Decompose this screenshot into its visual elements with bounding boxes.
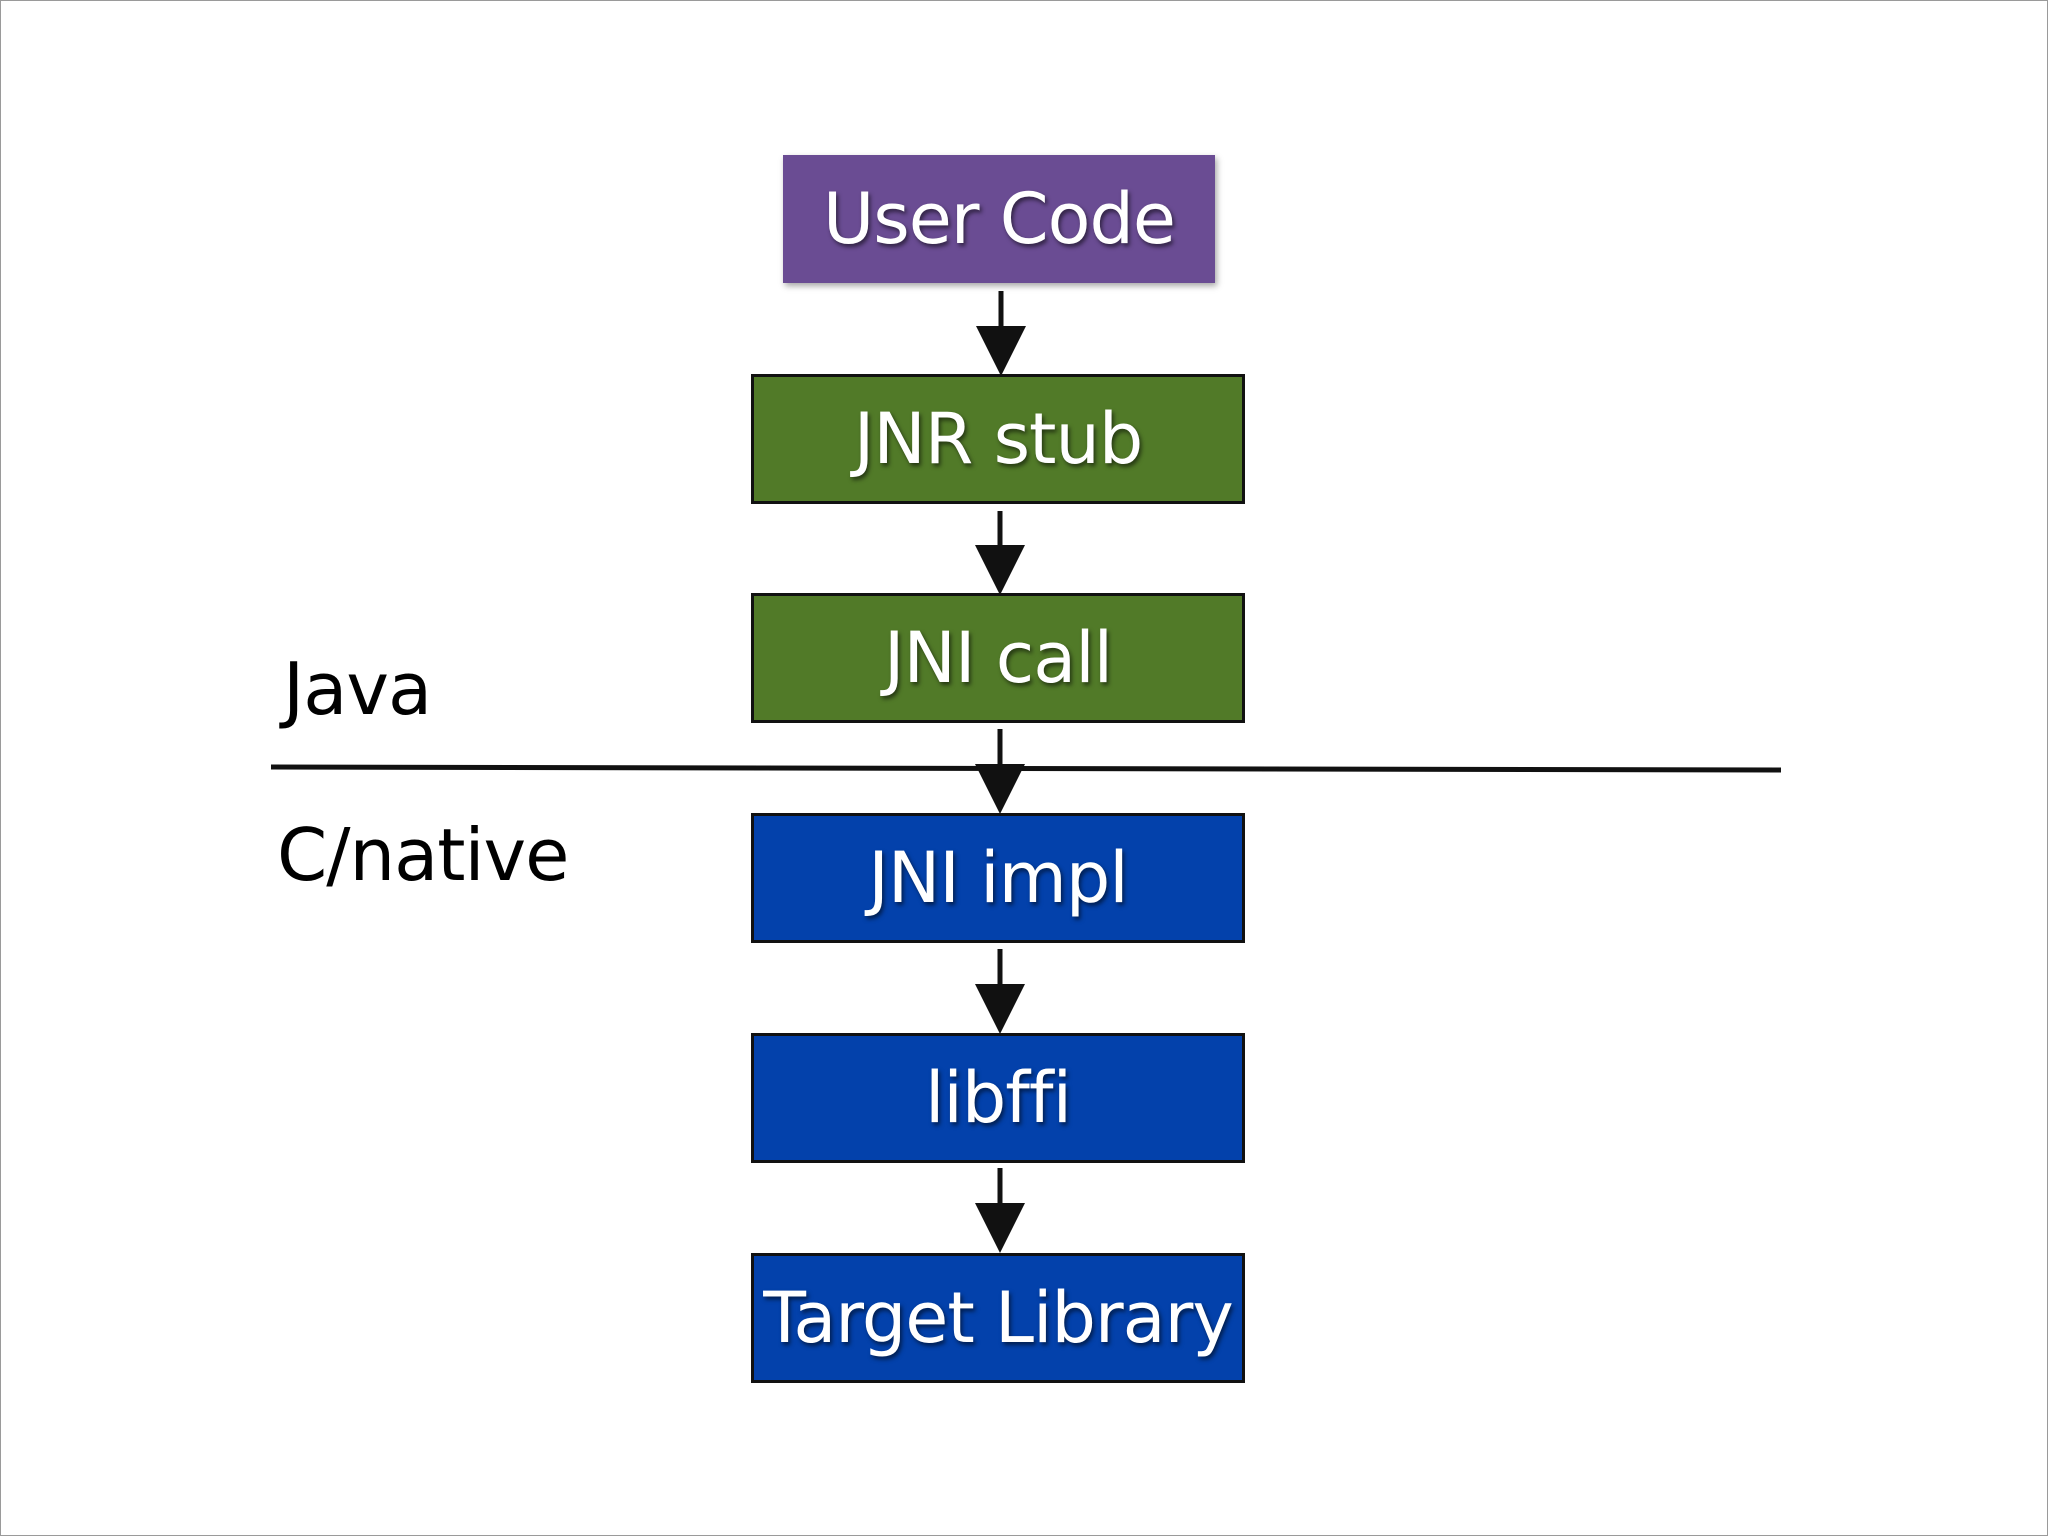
jnr-stub-box: JNR stub [751, 374, 1245, 504]
target-library-box: Target Library [751, 1253, 1245, 1383]
user-code-box: User Code [783, 155, 1215, 283]
jni-impl-label: JNI impl [868, 837, 1128, 919]
jnr-stub-label: JNR stub [853, 398, 1144, 480]
target-library-label: Target Library [763, 1277, 1234, 1359]
layer-divider-line [270, 764, 1782, 773]
user-code-label: User Code [822, 178, 1176, 260]
native-layer-label: C/native [277, 813, 569, 897]
jni-call-box: JNI call [751, 593, 1245, 723]
libffi-box: libffi [751, 1033, 1245, 1163]
jni-impl-box: JNI impl [751, 813, 1245, 943]
java-layer-label: Java [283, 647, 432, 731]
jni-call-label: JNI call [883, 617, 1113, 699]
libffi-label: libffi [924, 1057, 1072, 1139]
